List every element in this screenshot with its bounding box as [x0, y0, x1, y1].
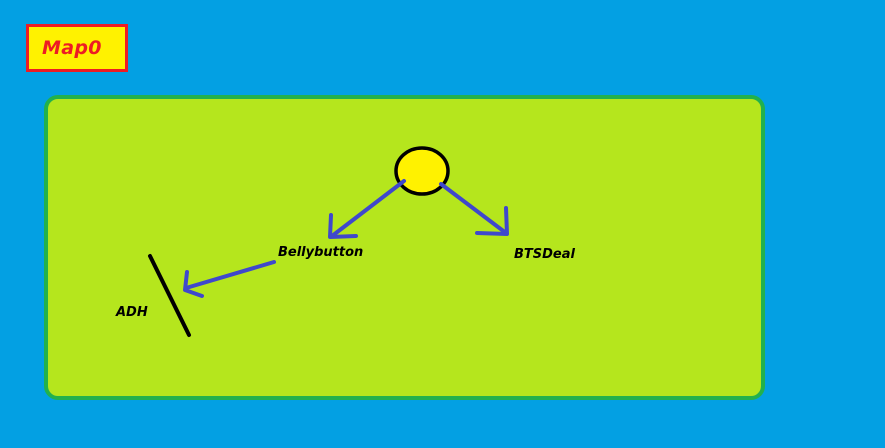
arrow-to-btsdeal — [439, 182, 509, 236]
adh-wall — [148, 254, 191, 337]
map-title: Map0 — [42, 37, 102, 59]
node-label-adh: ADH — [116, 305, 148, 320]
arrow-to-adh — [183, 260, 276, 298]
node-label-bellybutton: Bellybutton — [278, 245, 364, 260]
node-label-btsdeal: BTSDeal — [514, 247, 575, 262]
arrow-to-bellybutton — [328, 179, 406, 239]
map-field — [44, 95, 765, 400]
start-node — [394, 146, 450, 196]
map-title-box: Map0 — [26, 24, 128, 72]
